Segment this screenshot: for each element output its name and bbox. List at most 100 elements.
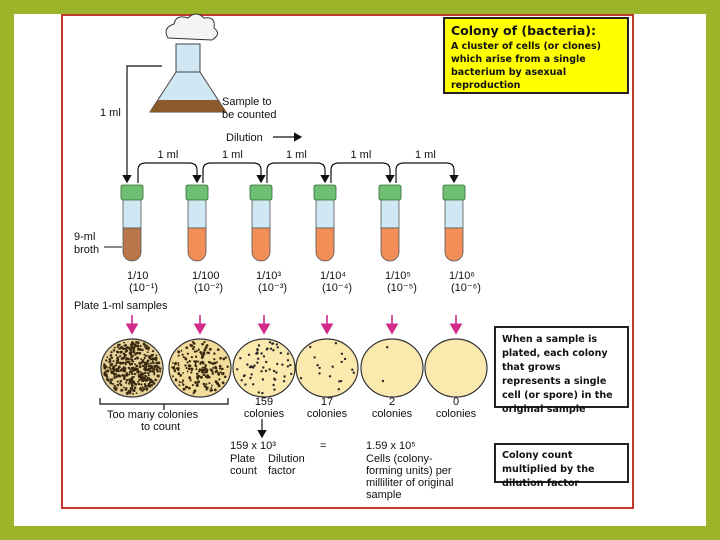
colony-dot bbox=[128, 373, 131, 376]
tube-cap bbox=[378, 184, 402, 201]
colony-dot bbox=[265, 360, 268, 364]
colony-dot bbox=[129, 362, 132, 366]
colony-dot bbox=[331, 365, 334, 368]
tube-glass bbox=[251, 197, 271, 229]
colony-dot bbox=[133, 372, 136, 375]
colony-dot bbox=[106, 356, 109, 359]
colony-dot bbox=[247, 353, 251, 356]
colony-dot bbox=[191, 384, 194, 387]
colony-dot bbox=[210, 387, 213, 389]
colony-dot bbox=[141, 386, 144, 389]
colony-dot bbox=[318, 366, 321, 370]
colony-dot bbox=[177, 362, 180, 365]
colony-dot bbox=[130, 370, 134, 374]
colony-dot bbox=[112, 349, 116, 352]
colony-dot bbox=[114, 386, 118, 390]
plate-1 bbox=[100, 315, 164, 398]
colony-dot bbox=[146, 384, 149, 387]
colony-dot bbox=[262, 355, 266, 358]
colony-dot bbox=[110, 350, 113, 354]
colony-dot bbox=[137, 382, 141, 386]
tube-broth bbox=[251, 227, 271, 262]
colony-dot bbox=[110, 356, 114, 359]
transfer-4: 1 ml bbox=[330, 149, 395, 184]
colony-dot bbox=[203, 371, 206, 374]
colony-dot bbox=[264, 369, 268, 373]
tube-cap bbox=[249, 184, 273, 201]
colony-dot bbox=[256, 361, 259, 364]
colony-dot bbox=[273, 388, 276, 391]
figure-frame bbox=[61, 14, 634, 509]
dilution-factor-2: factor bbox=[268, 465, 296, 477]
colony-dot bbox=[118, 382, 121, 385]
colony-dot bbox=[250, 365, 254, 369]
colony-dot bbox=[118, 343, 121, 346]
colony-dot bbox=[147, 346, 151, 350]
colony-dot bbox=[156, 370, 159, 373]
transfer-label: 1 ml bbox=[415, 149, 436, 161]
colony-dot bbox=[182, 383, 185, 386]
colony-dot bbox=[137, 347, 140, 351]
colony-dot bbox=[133, 382, 136, 385]
colony-dot bbox=[142, 358, 145, 361]
colony-dot bbox=[205, 388, 208, 391]
colony-dot bbox=[128, 391, 132, 395]
plate-samples-label: Plate 1-ml samples bbox=[74, 300, 168, 312]
colony-dot bbox=[133, 386, 137, 390]
dilution-tubes: 1/10(10⁻¹)1/100(10⁻²)1/10³(10⁻³)1/10⁴(10… bbox=[120, 184, 481, 294]
colony-dot bbox=[159, 370, 162, 373]
colony-dot bbox=[271, 342, 275, 345]
tube-broth bbox=[122, 227, 142, 262]
colony-dot bbox=[212, 366, 215, 370]
colony-dot bbox=[123, 374, 126, 378]
colony-dot bbox=[143, 382, 147, 386]
colony-dot bbox=[340, 360, 343, 364]
colony-dot bbox=[119, 380, 123, 383]
colony-dot bbox=[174, 378, 177, 380]
colony-dot bbox=[139, 345, 142, 348]
colony-dot bbox=[257, 344, 261, 347]
colony-dot bbox=[121, 361, 124, 365]
colony-dot bbox=[135, 364, 139, 368]
colony-dot bbox=[156, 375, 159, 377]
colony-dot bbox=[193, 345, 196, 348]
colony-dot bbox=[152, 381, 156, 385]
too-many-bracket bbox=[99, 398, 229, 405]
colony-dot bbox=[200, 370, 204, 374]
colony-dot bbox=[281, 363, 284, 366]
colony-dot bbox=[268, 368, 271, 371]
tube-glass bbox=[122, 197, 142, 229]
colony-dot bbox=[105, 375, 109, 378]
colony-dot bbox=[261, 391, 264, 395]
colony-dot bbox=[197, 360, 200, 363]
colony-dot bbox=[289, 363, 292, 367]
colony-dot bbox=[213, 358, 216, 361]
colony-dot bbox=[218, 364, 222, 368]
tube-exponent: (10⁻⁶) bbox=[451, 282, 481, 294]
colony-dot bbox=[145, 379, 149, 382]
colony-dot bbox=[119, 383, 123, 387]
cells-2: forming units) per bbox=[366, 465, 452, 477]
tube-glass bbox=[380, 197, 400, 229]
colony-dot bbox=[262, 366, 265, 369]
colony-dot bbox=[198, 370, 201, 373]
colony-definition-box: Colony of (bacteria): A cluster of cells… bbox=[443, 17, 629, 94]
transfer-label: 1 ml bbox=[351, 149, 372, 161]
colony-dot bbox=[119, 355, 122, 358]
colony-dot bbox=[188, 386, 191, 390]
colony-dot bbox=[126, 357, 130, 361]
tube-4: 1/10⁴(10⁻⁴) bbox=[313, 184, 352, 294]
colony-dot bbox=[149, 362, 152, 365]
colony-dot bbox=[143, 361, 147, 365]
colony-dot bbox=[210, 369, 214, 373]
colony-dot bbox=[260, 352, 263, 355]
transfer-arrow bbox=[330, 162, 395, 184]
colony-dot bbox=[152, 357, 156, 361]
colony-dot bbox=[171, 362, 174, 364]
plated-sample-note: When a sample is plated, each colony tha… bbox=[494, 326, 629, 415]
colony-dot bbox=[185, 346, 189, 350]
colony-dot bbox=[136, 369, 140, 373]
colony-dot bbox=[124, 361, 127, 364]
colony-dot bbox=[108, 360, 111, 364]
